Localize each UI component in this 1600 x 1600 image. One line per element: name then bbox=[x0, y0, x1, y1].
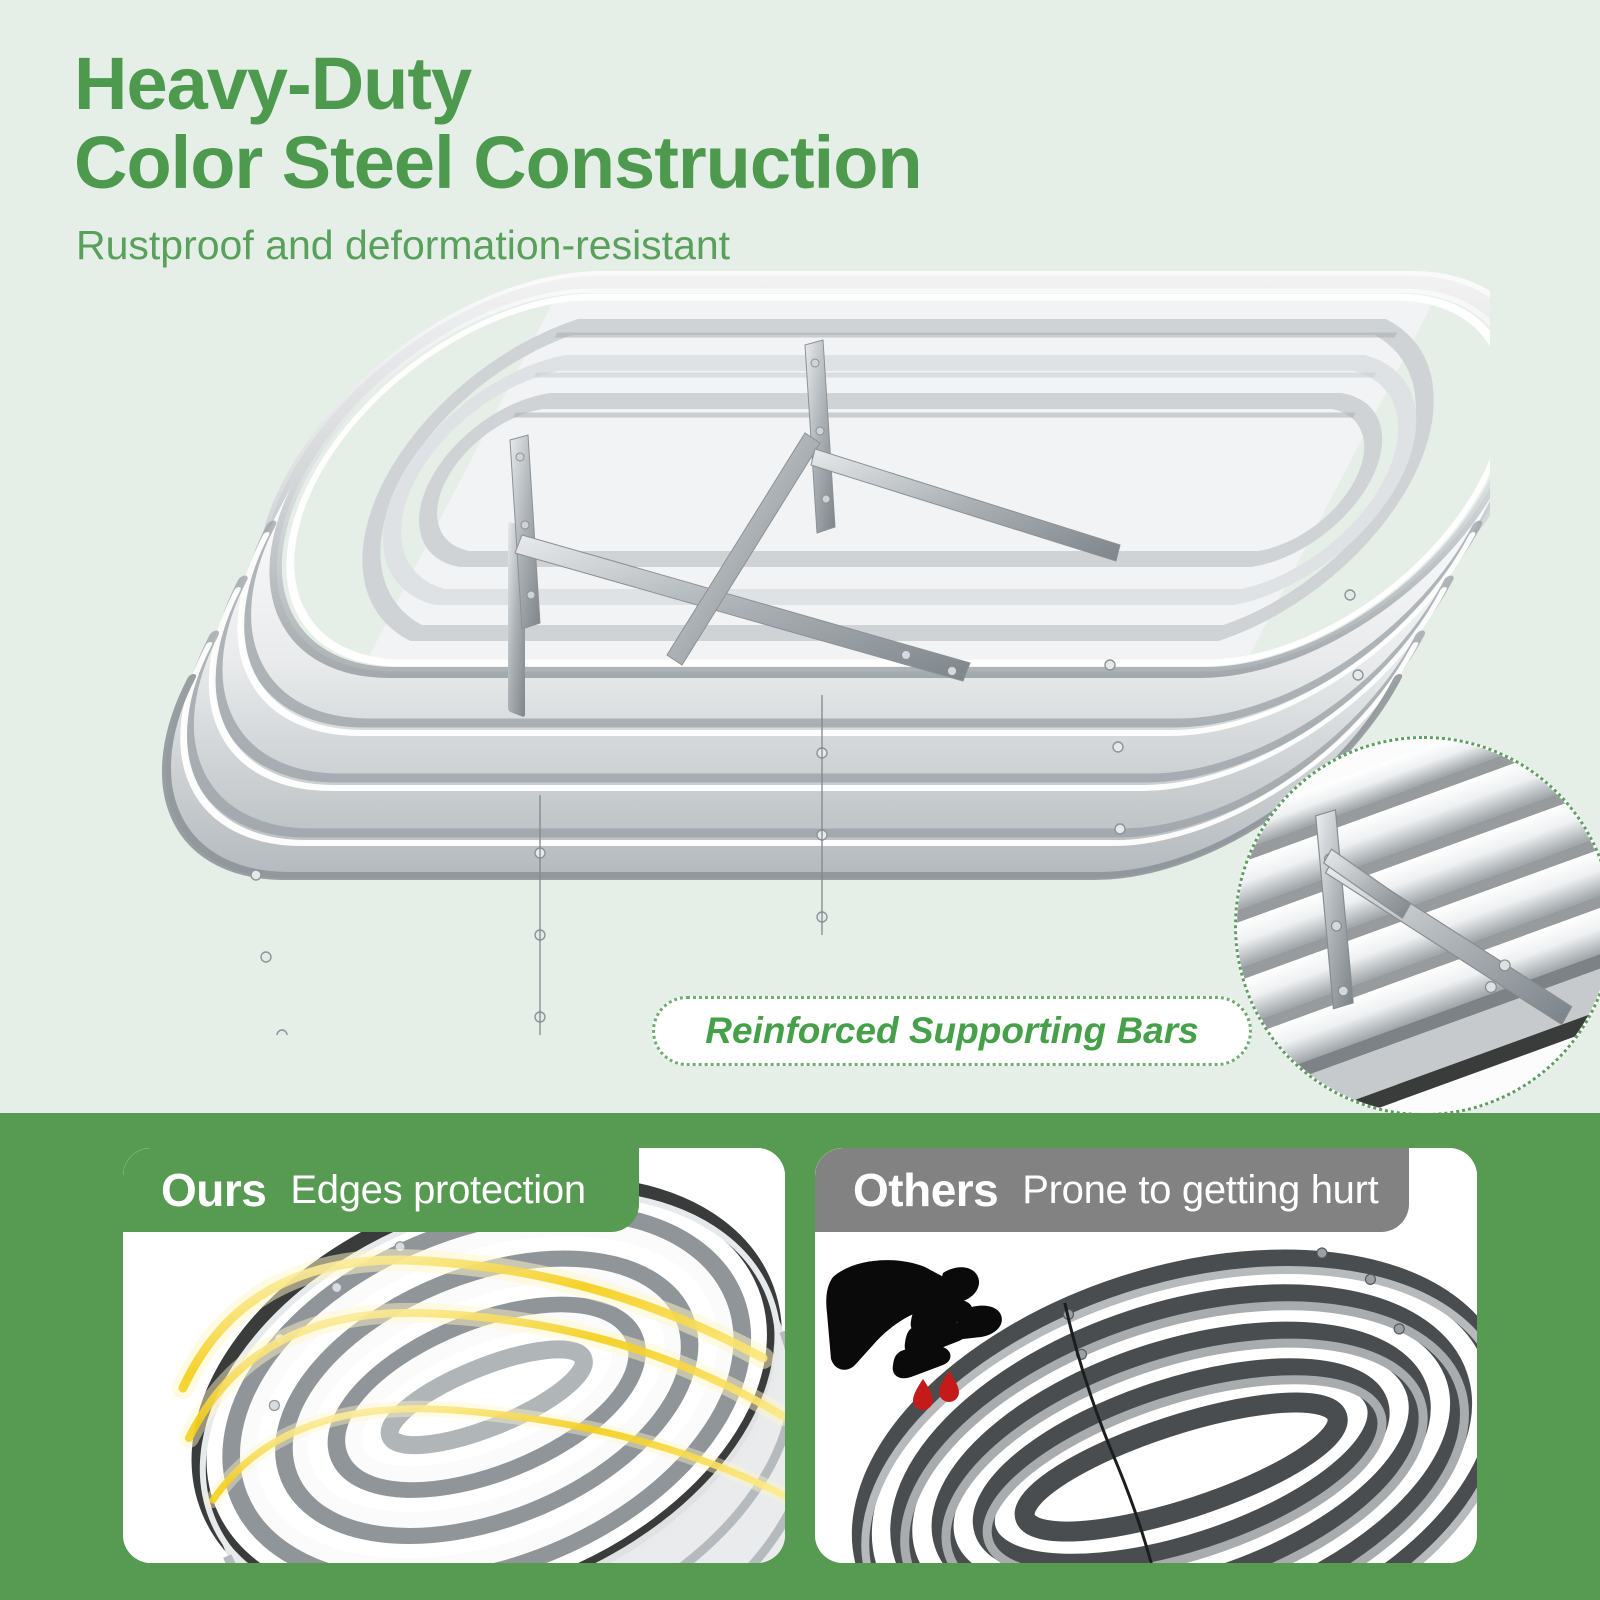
others-badge-strong: Others bbox=[853, 1164, 999, 1216]
raised-garden-bed-graphic bbox=[161, 271, 1490, 1035]
ours-badge-strong: Ours bbox=[161, 1164, 267, 1216]
others-card: Others Prone to getting hurt bbox=[815, 1148, 1477, 1563]
supporting-bars bbox=[508, 339, 1121, 717]
reinforced-bars-callout: Reinforced Supporting Bars bbox=[652, 996, 1252, 1066]
ours-badge: Ours Edges protection bbox=[123, 1148, 639, 1232]
hero-section: Heavy-Duty Color Steel Construction Rust… bbox=[70, 42, 1600, 1113]
support-bars-closeup bbox=[1237, 739, 1600, 1113]
ours-badge-text: Edges protection bbox=[290, 1167, 586, 1212]
ours-card: Ours Edges protection bbox=[123, 1148, 785, 1563]
page-subtitle: Rustproof and deformation-resistant bbox=[76, 222, 731, 268]
blood-drop bbox=[913, 1371, 959, 1410]
detail-zoom-circle bbox=[1234, 736, 1600, 1113]
callout-label: Reinforced Supporting Bars bbox=[705, 1010, 1199, 1051]
injured-hand-icon bbox=[825, 1253, 1040, 1443]
comparison-section: Ours Edges protection bbox=[0, 1113, 1600, 1600]
others-badge-text: Prone to getting hurt bbox=[1022, 1167, 1379, 1212]
others-badge: Others Prone to getting hurt bbox=[815, 1148, 1409, 1232]
product-image bbox=[70, 235, 1490, 1035]
hand-blood-glyph bbox=[826, 1260, 1002, 1410]
page-title: Heavy-Duty Color Steel Construction bbox=[74, 42, 923, 205]
